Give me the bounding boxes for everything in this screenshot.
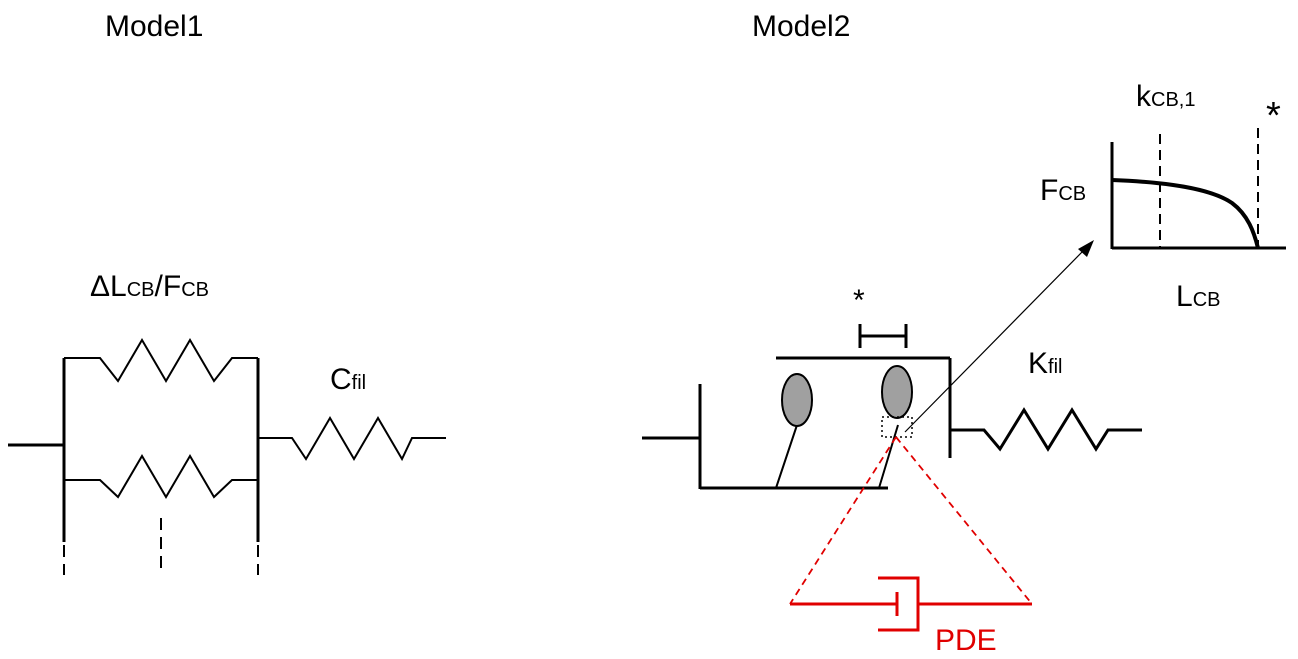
model2-title: Model2 xyxy=(752,10,850,43)
model1-title: Model1 xyxy=(105,10,203,43)
zoom-arrow xyxy=(904,249,1085,433)
model1-parallel-label: ΔLCB/FCB xyxy=(90,270,209,303)
inset-kcb1-label: kCB,1 xyxy=(1136,80,1195,113)
displacement-star: * xyxy=(853,284,865,317)
inset-force-length-graph: kCB,1 * FCB LCB xyxy=(1040,80,1286,313)
model2-series-label: Kfil xyxy=(1028,347,1062,380)
model1-bottom-spring xyxy=(64,454,258,499)
model2: Model2 * Kfil xyxy=(642,10,1286,657)
zoom-arrow-head xyxy=(1078,240,1094,257)
model2-series-spring xyxy=(950,407,1142,452)
model1: Model1 ΔLCB/FCB Cfil xyxy=(8,10,446,575)
model1-series-label: Cfil xyxy=(330,363,366,396)
inset-star-label: * xyxy=(1266,95,1281,137)
pde-label: PDE xyxy=(935,624,997,657)
inset-x-label: LCB xyxy=(1176,280,1220,313)
model1-top-spring xyxy=(64,338,258,383)
crossbridge-1-head xyxy=(781,373,813,427)
crossbridge-1-neck xyxy=(775,424,798,489)
inset-force-curve xyxy=(1111,178,1260,249)
pde-dashpot xyxy=(790,576,1032,632)
crossbridge-2-neck xyxy=(878,424,899,489)
damper-zoom-left xyxy=(789,436,897,605)
crossbridge-2-head xyxy=(881,365,913,419)
model1-series-spring xyxy=(258,416,446,462)
inset-y-label: FCB xyxy=(1040,174,1086,207)
